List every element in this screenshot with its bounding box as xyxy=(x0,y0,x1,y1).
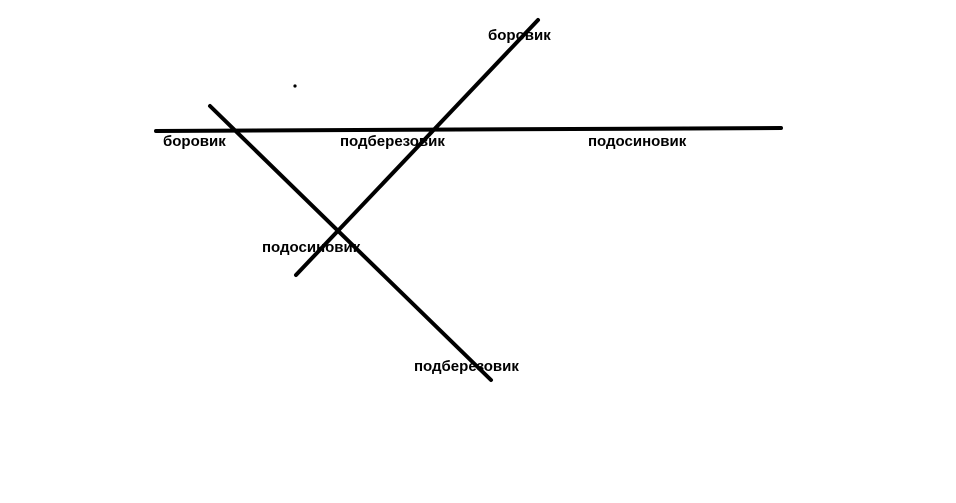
label-crossing-center: подосиновик xyxy=(262,239,361,256)
descending-diagonal-line xyxy=(208,104,493,382)
label-horizontal-middle: подберезовик xyxy=(340,133,445,150)
label-horizontal-left: боровик xyxy=(163,133,226,150)
label-top-right: боровик xyxy=(488,27,551,44)
label-bottom: подберезовик xyxy=(414,358,519,375)
horizontal-line xyxy=(154,126,783,133)
ascending-diagonal-line xyxy=(294,18,540,277)
stray-dot xyxy=(293,84,297,88)
label-horizontal-right: подосиновик xyxy=(588,133,687,150)
